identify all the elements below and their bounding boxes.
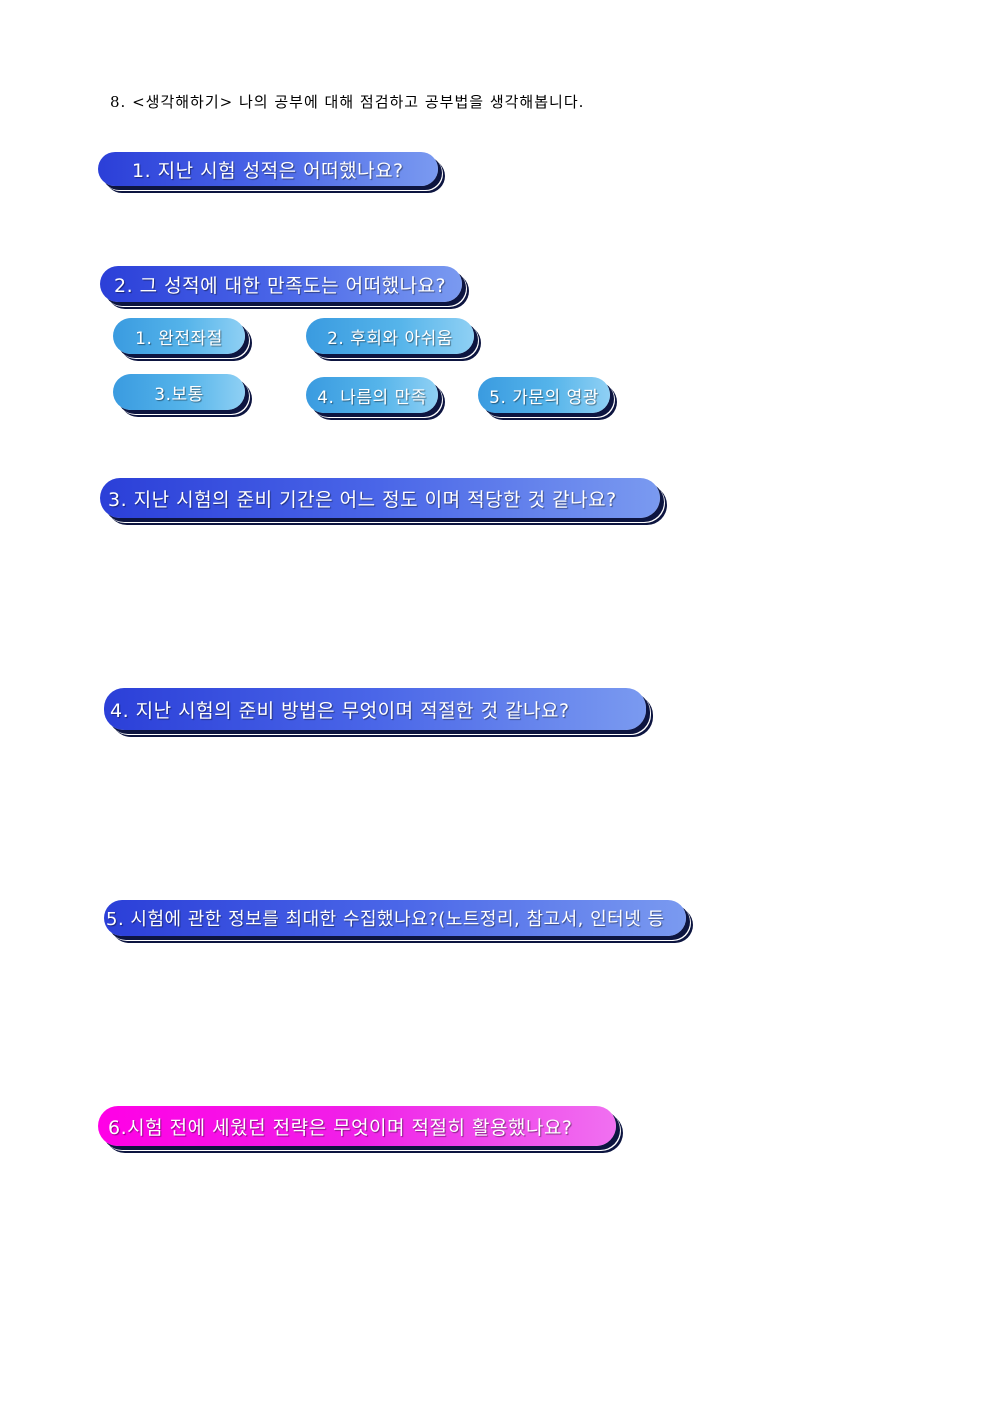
- question-1-text: 1. 지난 시험 성적은 어떠했나요?: [132, 159, 404, 182]
- question-5-banner: 5. 시험에 관한 정보를 최대한 수집했나요?(노트정리, 참고서, 인터넷 …: [104, 900, 686, 936]
- intro-text: 8. <생각해하기> 나의 공부에 대해 점검하고 공부법을 생각해봅니다.: [110, 93, 585, 111]
- question-1-banner: 1. 지난 시험 성적은 어떠했나요?: [98, 152, 438, 186]
- option-4-label: 4. 나름의 만족: [317, 387, 427, 408]
- option-2-label: 2. 후회와 아쉬움: [327, 328, 453, 349]
- question-6-text: 6.시험 전에 세웠던 전략은 무엇이며 적절히 활용했나요?: [108, 1116, 573, 1139]
- option-5-label: 5. 가문의 영광: [489, 387, 599, 408]
- question-3-banner: 3. 지난 시험의 준비 기간은 어느 정도 이며 적당한 것 같나요?: [100, 478, 660, 518]
- question-3-text: 3. 지난 시험의 준비 기간은 어느 정도 이며 적당한 것 같나요?: [108, 488, 617, 511]
- question-2-text: 2. 그 성적에 대한 만족도는 어떠했나요?: [114, 274, 447, 297]
- option-2-button[interactable]: 2. 후회와 아쉬움: [306, 318, 474, 354]
- option-5-button[interactable]: 5. 가문의 영광: [478, 377, 610, 413]
- option-3-label: 3.보통: [154, 384, 204, 405]
- question-5-text: 5. 시험에 관한 정보를 최대한 수집했나요?(노트정리, 참고서, 인터넷 …: [106, 909, 665, 930]
- option-1-label: 1. 완전좌절: [135, 328, 223, 349]
- question-6-banner: 6.시험 전에 세웠던 전략은 무엇이며 적절히 활용했나요?: [98, 1106, 616, 1146]
- question-4-text: 4. 지난 시험의 준비 방법은 무엇이며 적절한 것 같나요?: [110, 699, 570, 722]
- question-4-banner: 4. 지난 시험의 준비 방법은 무엇이며 적절한 것 같나요?: [104, 688, 646, 730]
- question-2-banner: 2. 그 성적에 대한 만족도는 어떠했나요?: [100, 266, 462, 302]
- option-3-button[interactable]: 3.보통: [113, 374, 245, 410]
- option-1-button[interactable]: 1. 완전좌절: [113, 318, 245, 354]
- option-4-button[interactable]: 4. 나름의 만족: [306, 377, 438, 413]
